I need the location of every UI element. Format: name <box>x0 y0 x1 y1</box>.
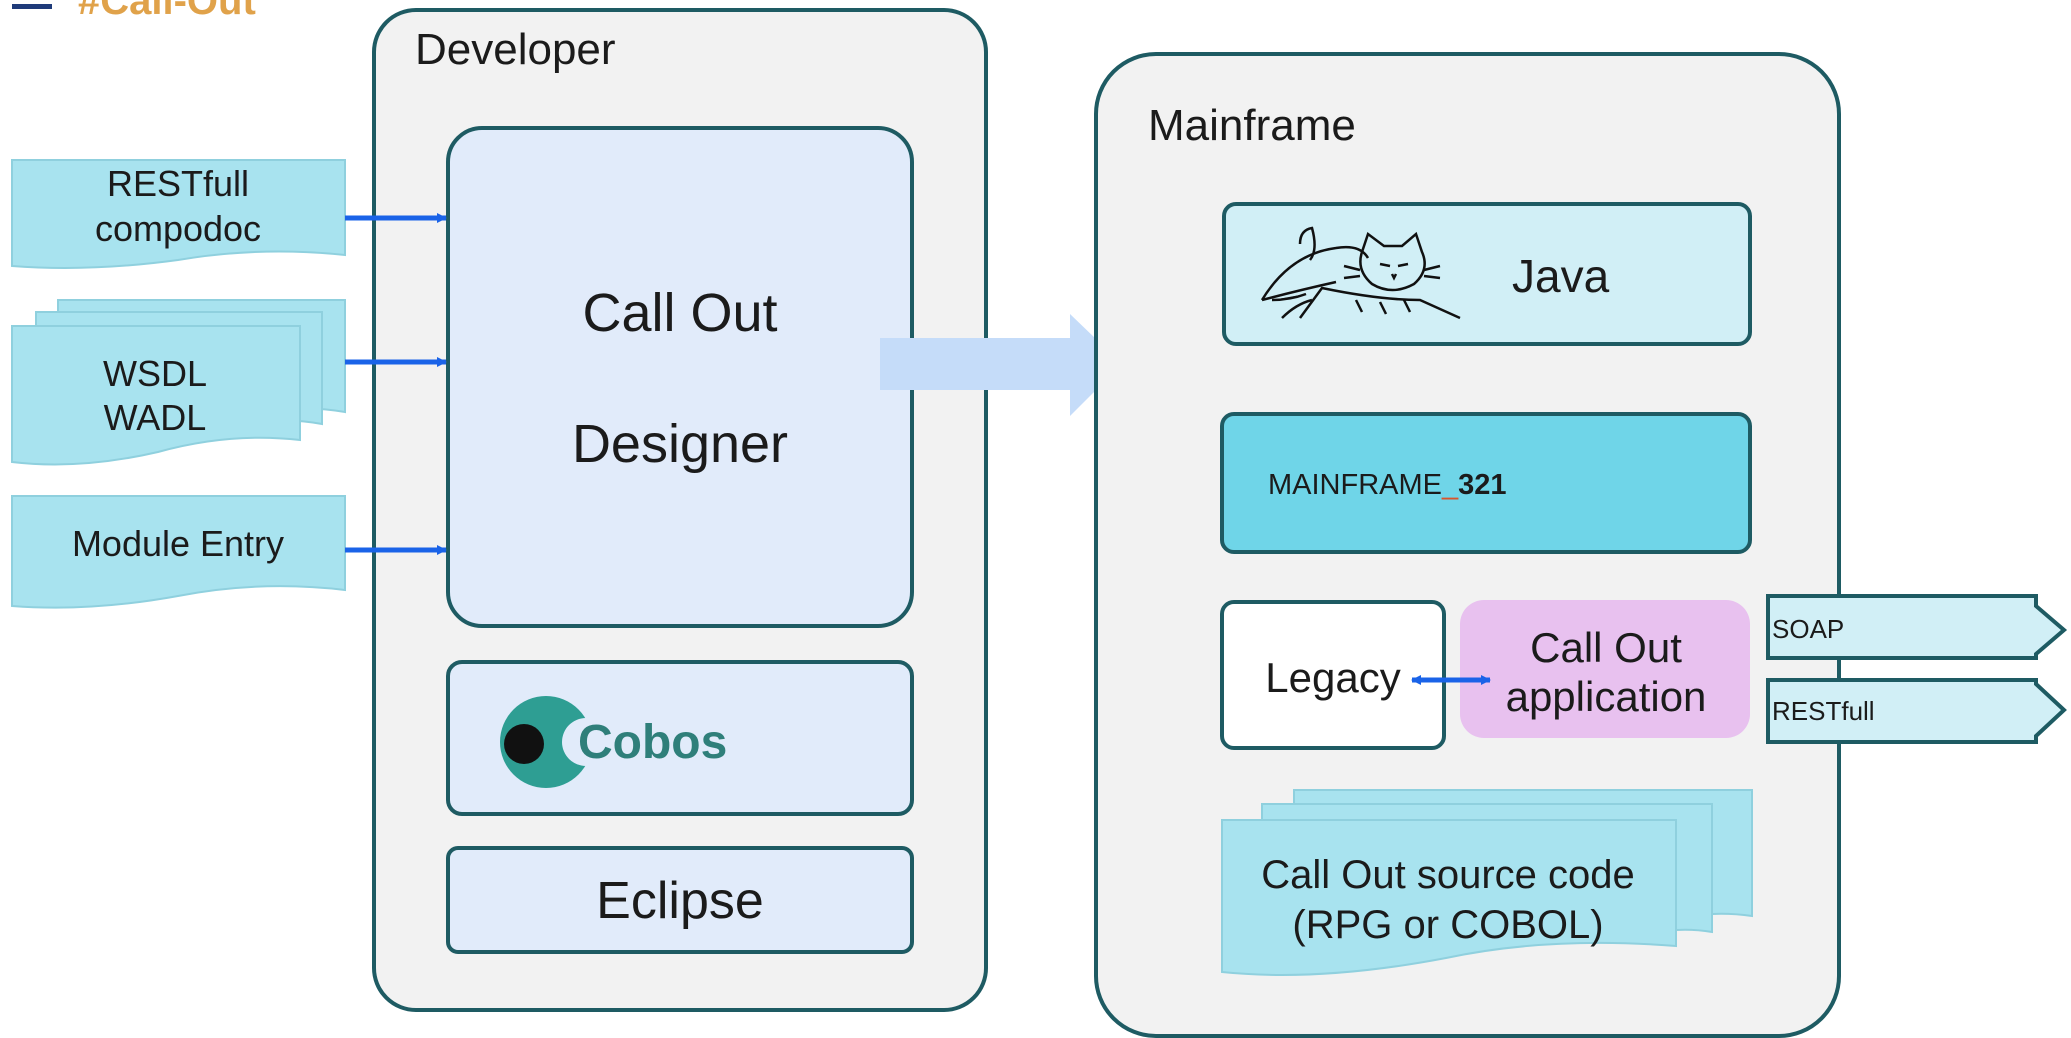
doc-wsdl-wadl[interactable] <box>11 325 301 466</box>
java-label: Java <box>1512 250 1610 302</box>
source-code-doc[interactable] <box>1221 819 1677 976</box>
output-soap-tag[interactable] <box>1766 594 2068 660</box>
output-tags: SOAP RESTfull <box>1766 594 2068 744</box>
source-code-line2: (RPG or COBOL) <box>1292 903 1603 947</box>
cobos-logo-dot-icon <box>504 724 544 764</box>
designer-label-line1: Call Out <box>582 283 777 343</box>
header: #Call-Out <box>12 0 256 23</box>
header-bar <box>12 4 52 9</box>
input-arrows <box>345 213 447 555</box>
doc-restfull-label: RESTfull <box>107 163 249 204</box>
developer-panel: Developer Call Out Designer Cobos Eclips… <box>372 8 988 1012</box>
output-restfull-label: RESTfull <box>1772 696 1875 726</box>
eclipse-label: Eclipse <box>596 872 764 930</box>
cobos-logo-cutout <box>562 718 610 766</box>
doc-wadl-label: WADL <box>104 397 207 438</box>
doc-module-entry[interactable] <box>11 495 346 609</box>
mainframe-label-prefix: MAINFRAME <box>1268 469 1442 501</box>
callout-app-line1: Call Out <box>1530 624 1682 671</box>
doc-compodoc-label: compodoc <box>95 208 261 249</box>
callout-app-line2: application <box>1506 673 1707 720</box>
source-code-line1: Call Out source code <box>1261 853 1635 897</box>
doc-module-entry-label: Module Entry <box>72 523 284 564</box>
cobos-logo: Cobos <box>500 696 727 788</box>
mainframe-label-separator: _ <box>1441 469 1459 501</box>
mainframe-321-label: MAINFRAME_321 <box>1268 469 1507 501</box>
designer-box[interactable] <box>446 126 914 628</box>
mainframe-label-number: 321 <box>1458 469 1506 501</box>
output-restfull-tag[interactable] <box>1766 678 2067 744</box>
eclipse-box[interactable] <box>446 846 914 954</box>
developer-title: Developer <box>415 25 616 74</box>
header-hashtag: #Call-Out <box>78 0 256 23</box>
input-documents: RESTfull compodoc WSDL WADL Module Entry <box>11 159 346 609</box>
mainframe-title: Mainframe <box>1148 101 1356 150</box>
java-box[interactable] <box>1222 202 1752 346</box>
doc-wsdl-label: WSDL <box>103 353 207 394</box>
designer-label-line2: Designer <box>572 414 788 474</box>
cobos-logo-ring-icon <box>500 696 592 788</box>
doc-restfull-compodoc[interactable] <box>11 159 346 269</box>
deploy-arrow <box>880 314 1122 416</box>
legacy-label: Legacy <box>1265 654 1400 701</box>
callout-application-box[interactable] <box>1460 600 1750 738</box>
mainframe-321-box[interactable] <box>1220 412 1752 554</box>
tomcat-cat-icon <box>1260 226 1461 320</box>
mainframe-panel: Mainframe Java MAINFRAME_321 Legacy Call <box>1094 52 1841 1038</box>
output-soap-label: SOAP <box>1772 614 1844 644</box>
cobos-logo-text: Cobos <box>578 716 727 769</box>
